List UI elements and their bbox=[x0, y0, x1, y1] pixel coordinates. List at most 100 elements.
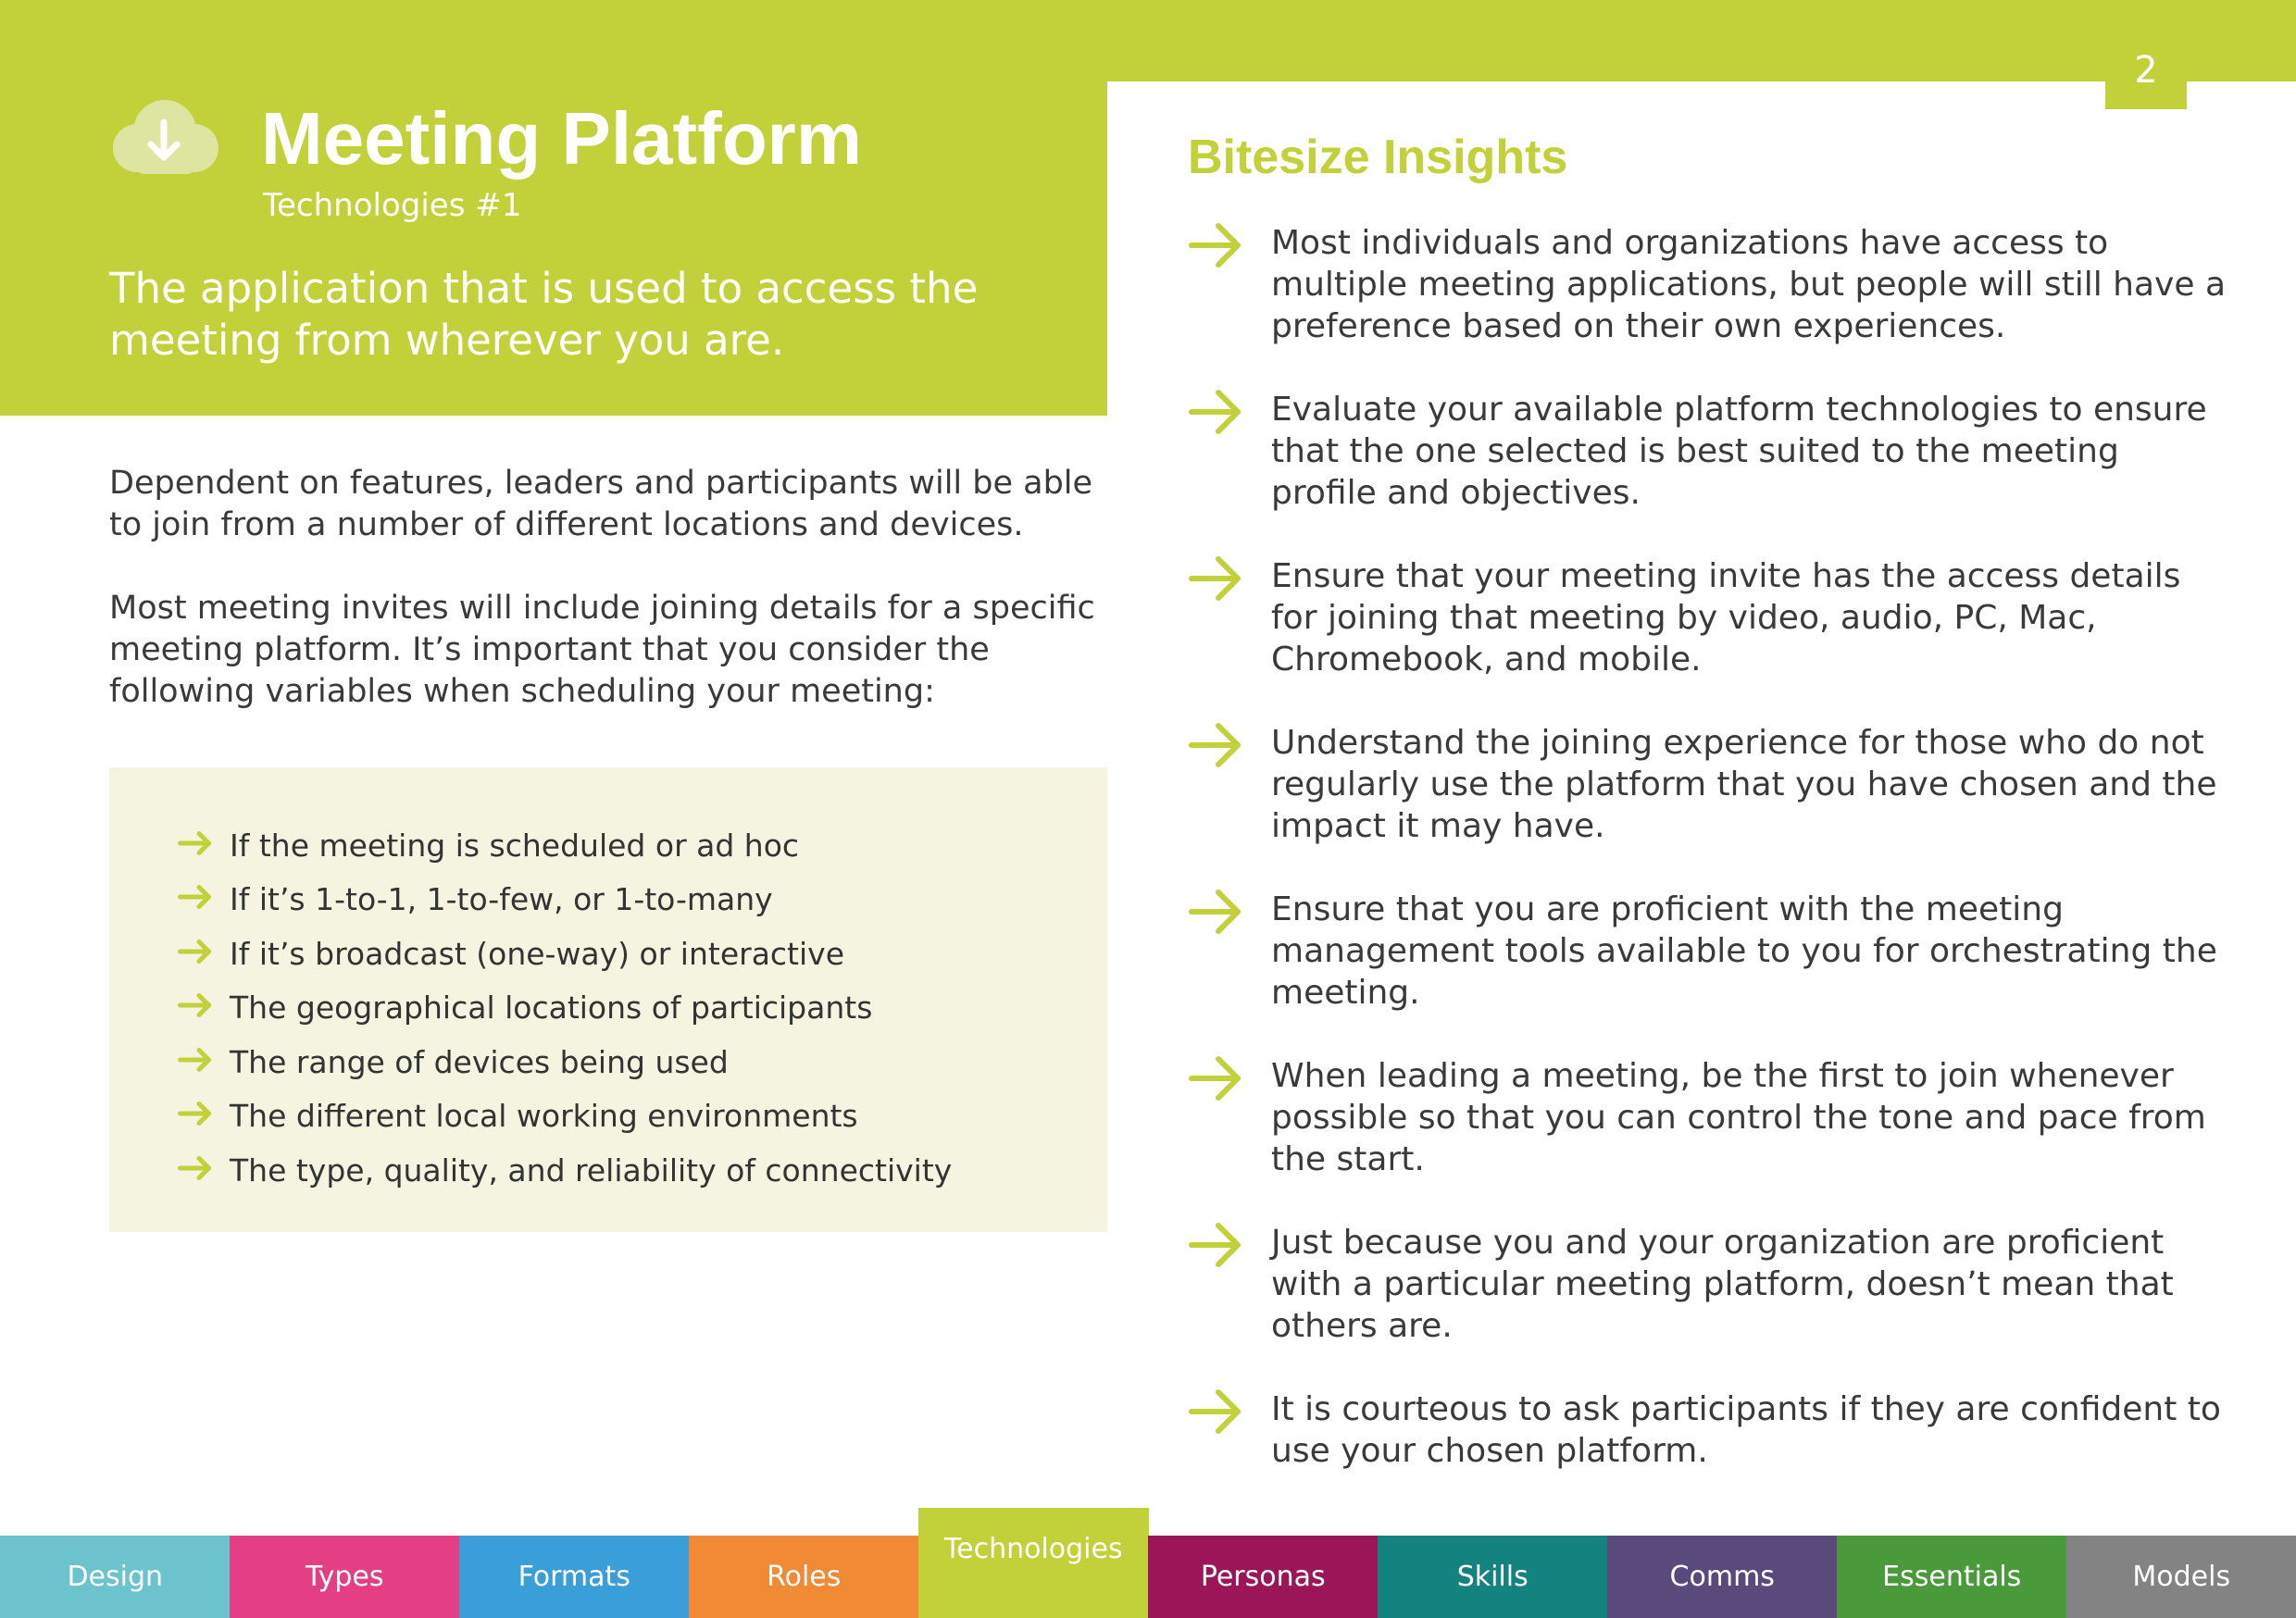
checklist-item-text: If it’s broadcast (one-way) or interacti… bbox=[230, 935, 844, 972]
insight-line: regularly use the platform that you have… bbox=[1271, 765, 2217, 803]
insight-text: Ensure that your meeting invite has the … bbox=[1271, 555, 2180, 680]
arrow-right-icon bbox=[1189, 723, 1241, 767]
nav-tab-formats[interactable]: Formats bbox=[459, 1536, 690, 1618]
body-paragraph-1: Dependent on features, leaders and parti… bbox=[109, 463, 1109, 546]
insight-item: When leading a meeting, be the first to … bbox=[1188, 1055, 2252, 1222]
header-block bbox=[0, 0, 1107, 416]
insight-line: Evaluate your available platform technol… bbox=[1271, 391, 2207, 429]
bullet bbox=[159, 828, 230, 864]
checklist-item-text: The range of devices being used bbox=[230, 1043, 729, 1080]
lead-line: The application that is used to access t… bbox=[109, 264, 979, 313]
bullet bbox=[159, 881, 230, 917]
checklist-item: The geographical locations of participan… bbox=[159, 981, 952, 1036]
insight-line: for joining that meeting by video, audio… bbox=[1271, 599, 2097, 637]
checklist-item: The type, quality, and reliability of co… bbox=[159, 1143, 952, 1198]
insight-line: profile and objectives. bbox=[1271, 474, 1641, 512]
cloud-download-icon bbox=[113, 100, 218, 174]
nav-tab-skills[interactable]: Skills bbox=[1378, 1536, 1608, 1618]
bullet bbox=[159, 936, 230, 972]
arrow-right-icon bbox=[178, 1155, 211, 1180]
arrow-right-icon bbox=[1189, 890, 1241, 934]
insight-item: Evaluate your available platform technol… bbox=[1188, 389, 2252, 555]
page-number: 2 bbox=[2105, 0, 2187, 109]
insight-line: Most individuals and organizations have … bbox=[1271, 224, 2109, 262]
paragraph-line: to join from a number of different locat… bbox=[109, 506, 1024, 543]
insight-line: impact it may have. bbox=[1271, 807, 1605, 845]
checklist-item-text: The type, quality, and reliability of co… bbox=[230, 1151, 953, 1189]
checklist-list: If the meeting is scheduled or ad hoc If … bbox=[159, 818, 952, 1198]
insight-text: When leading a meeting, be the first to … bbox=[1271, 1055, 2206, 1180]
checklist-item: If it’s broadcast (one-way) or interacti… bbox=[159, 927, 952, 981]
insight-item: Most individuals and organizations have … bbox=[1188, 222, 2252, 389]
insights-title: Bitesize Insights bbox=[1188, 131, 1568, 184]
nav-tab-technologies[interactable]: Technologies bbox=[918, 1508, 1149, 1618]
paragraph-line: Most meeting invites will include joinin… bbox=[109, 590, 1095, 627]
insight-line: with a particular meeting platform, does… bbox=[1271, 1265, 2174, 1303]
insight-item: Just because you and your organization a… bbox=[1188, 1222, 2252, 1388]
insight-line: multiple meeting applications, but peopl… bbox=[1271, 266, 2227, 304]
nav-tab-design[interactable]: Design bbox=[0, 1536, 231, 1618]
arrow-right-icon bbox=[178, 1047, 211, 1072]
bullet bbox=[159, 1152, 230, 1189]
paragraph-line: meeting platform. It’s important that yo… bbox=[109, 631, 990, 668]
arrow-right-icon bbox=[178, 830, 211, 855]
insight-line: possible so that you can control the ton… bbox=[1271, 1099, 2206, 1137]
checklist-item: The different local working environments bbox=[159, 1089, 952, 1144]
insight-line: others are. bbox=[1271, 1307, 1453, 1345]
insight-line: use your chosen platform. bbox=[1271, 1432, 1708, 1470]
insight-line: Ensure that your meeting invite has the … bbox=[1271, 557, 2181, 595]
insight-text: Just because you and your organization a… bbox=[1271, 1222, 2174, 1347]
body-paragraph-2: Most meeting invites will include joinin… bbox=[109, 588, 1109, 713]
bullet bbox=[159, 989, 230, 1026]
insight-line: meeting. bbox=[1271, 974, 1420, 1012]
bullet bbox=[159, 1098, 230, 1134]
insights-list: Most individuals and organizations have … bbox=[1188, 222, 2252, 1555]
paragraph-line: Dependent on features, leaders and parti… bbox=[109, 465, 1093, 502]
nav-tab-types[interactable]: Types bbox=[230, 1536, 460, 1618]
arrow-right-icon bbox=[1189, 223, 1241, 268]
insight-line: When leading a meeting, be the first to … bbox=[1271, 1057, 2174, 1095]
variables-checklist: If the meeting is scheduled or ad hoc If … bbox=[109, 767, 1107, 1232]
arrow-right-icon bbox=[178, 1101, 211, 1126]
arrow-right-icon bbox=[1189, 1223, 1241, 1267]
insight-line: Chromebook, and mobile. bbox=[1271, 641, 1702, 678]
insight-line: Ensure that you are proficient with the … bbox=[1271, 890, 2064, 928]
checklist-item: If it’s 1-to-1, 1-to-few, or 1-to-many bbox=[159, 873, 952, 927]
checklist-item-text: The different local working environments bbox=[230, 1098, 858, 1135]
insight-line: preference based on their own experience… bbox=[1271, 307, 2006, 345]
insight-text: Most individuals and organizations have … bbox=[1271, 222, 2226, 347]
insight-text: Evaluate your available platform technol… bbox=[1271, 389, 2207, 514]
insight-line: the start. bbox=[1271, 1140, 1425, 1178]
insight-text: Understand the joining experience for th… bbox=[1271, 722, 2217, 847]
arrow-right-icon bbox=[1189, 1056, 1241, 1101]
lead-text: The application that is used to access t… bbox=[109, 263, 1072, 367]
checklist-item: The range of devices being used bbox=[159, 1035, 952, 1089]
insight-line: management tools available to you for or… bbox=[1271, 932, 2217, 970]
nav-tab-personas[interactable]: Personas bbox=[1148, 1536, 1379, 1618]
arrow-right-icon bbox=[1189, 390, 1241, 434]
page-subtitle: Technologies #1 bbox=[263, 187, 522, 224]
insight-line: Understand the joining experience for th… bbox=[1271, 724, 2204, 762]
insight-line: that the one selected is best suited to … bbox=[1271, 432, 2119, 470]
insight-item: Ensure that you are proficient with the … bbox=[1188, 889, 2252, 1055]
insight-line: Just because you and your organization a… bbox=[1271, 1224, 2165, 1262]
insight-item: Understand the joining experience for th… bbox=[1188, 722, 2252, 889]
insight-item: It is courteous to ask participants if t… bbox=[1188, 1388, 2252, 1555]
paragraph-line: following variables when scheduling your… bbox=[109, 673, 935, 710]
arrow-right-icon bbox=[1189, 1389, 1241, 1434]
nav-tab-models[interactable]: Models bbox=[2066, 1536, 2296, 1618]
arrow-right-icon bbox=[178, 885, 211, 910]
nav-tab-roles[interactable]: Roles bbox=[689, 1536, 919, 1618]
page-title: Meeting Platform bbox=[261, 97, 862, 180]
nav-tab-comms[interactable]: Comms bbox=[1607, 1536, 1838, 1618]
insight-line: It is courteous to ask participants if t… bbox=[1271, 1390, 2221, 1428]
insight-text: It is courteous to ask participants if t… bbox=[1271, 1388, 2221, 1472]
arrow-right-icon bbox=[1189, 556, 1241, 601]
nav-tab-essentials[interactable]: Essentials bbox=[1837, 1536, 2067, 1618]
arrow-right-icon bbox=[178, 939, 211, 964]
arrow-right-icon bbox=[178, 993, 211, 1018]
bullet bbox=[159, 1044, 230, 1080]
checklist-item-text: If the meeting is scheduled or ad hoc bbox=[230, 827, 800, 864]
insight-text: Ensure that you are proficient with the … bbox=[1271, 889, 2217, 1014]
